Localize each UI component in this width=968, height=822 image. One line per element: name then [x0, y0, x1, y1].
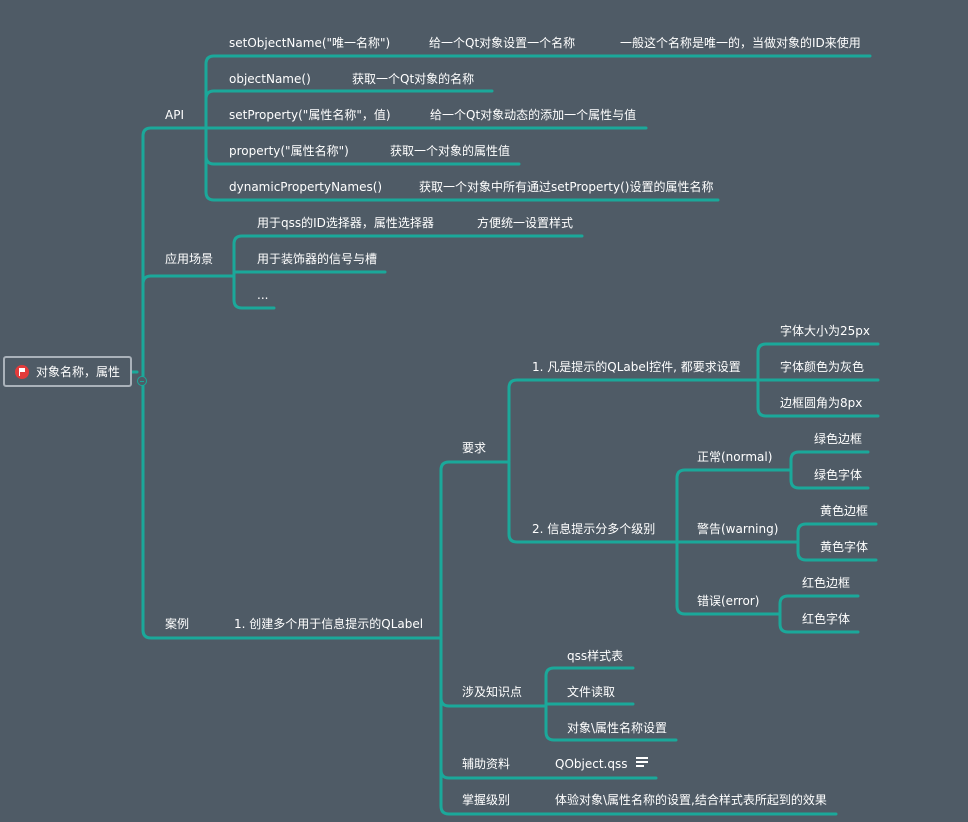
- master-label[interactable]: 掌握级别: [462, 793, 511, 807]
- level-item[interactable]: 绿色字体: [814, 468, 863, 482]
- api-item-note[interactable]: 一般这个名称是唯一的，当做对象的ID来使用: [620, 36, 861, 50]
- level-error-label[interactable]: 错误(error): [697, 594, 760, 608]
- level-item[interactable]: 红色字体: [802, 612, 851, 626]
- api-item-name[interactable]: property("属性名称"): [229, 144, 349, 158]
- scene-item-note[interactable]: 方便统一设置样式: [477, 216, 574, 230]
- level-item[interactable]: 黄色边框: [820, 504, 869, 518]
- api-item-desc[interactable]: 获取一个对象的属性值: [390, 144, 511, 158]
- req-r1-label[interactable]: 1. 凡是提示的QLabel控件, 都要求设置: [532, 360, 741, 374]
- api-item-name[interactable]: setObjectName("唯一名称"): [229, 36, 391, 50]
- collapse-toggle[interactable]: [137, 376, 147, 386]
- knowledge-item[interactable]: qss样式表: [567, 649, 624, 663]
- req-r2-label[interactable]: 2. 信息提示分多个级别: [532, 522, 656, 536]
- req-r1-item[interactable]: 边框圆角为8px: [780, 396, 863, 410]
- req-r1-item[interactable]: 字体颜色为灰色: [780, 360, 865, 374]
- level-item[interactable]: 黄色字体: [820, 540, 869, 554]
- req-label[interactable]: 要求: [462, 441, 487, 455]
- root-label: 对象名称，属性: [36, 365, 121, 379]
- level-normal-label[interactable]: 正常(normal): [697, 450, 773, 464]
- api-label[interactable]: API: [165, 108, 184, 122]
- api-item-name[interactable]: objectName(): [229, 72, 311, 86]
- scene-item[interactable]: 用于qss的ID选择器，属性选择器: [257, 216, 434, 230]
- master-value[interactable]: 体验对象\属性名称的设置,结合样式表所起到的效果: [555, 793, 827, 807]
- api-item-desc[interactable]: 获取一个Qt对象的名称: [352, 72, 475, 86]
- case-title[interactable]: 1. 创建多个用于信息提示的QLabel: [234, 617, 424, 631]
- api-item-name[interactable]: dynamicPropertyNames(): [229, 180, 383, 194]
- knowledge-item[interactable]: 对象\属性名称设置: [567, 721, 668, 735]
- api-item-desc[interactable]: 获取一个对象中所有通过setProperty()设置的属性名称: [419, 180, 714, 194]
- scene-label[interactable]: 应用场景: [165, 252, 214, 266]
- case-label[interactable]: 案例: [165, 617, 190, 631]
- level-item[interactable]: 绿色边框: [814, 432, 863, 446]
- api-item-desc[interactable]: 给一个Qt对象设置一个名称: [429, 36, 576, 50]
- scene-item[interactable]: 用于装饰器的信号与槽: [257, 252, 378, 266]
- scene-item[interactable]: ...: [257, 288, 269, 302]
- api-item-name[interactable]: setProperty("属性名称"，值): [229, 108, 391, 122]
- note-icon[interactable]: [636, 757, 650, 767]
- aux-value[interactable]: QObject.qss: [555, 757, 628, 771]
- aux-label[interactable]: 辅助资料: [462, 757, 511, 771]
- root-node[interactable]: 对象名称，属性: [3, 356, 132, 387]
- knowledge-label[interactable]: 涉及知识点: [462, 685, 523, 699]
- api-item-desc[interactable]: 给一个Qt对象动态的添加一个属性与值: [430, 108, 637, 122]
- req-r1-item[interactable]: 字体大小为25px: [780, 324, 870, 338]
- knowledge-item[interactable]: 文件读取: [567, 685, 616, 699]
- level-warning-label[interactable]: 警告(warning): [697, 522, 779, 536]
- flag-icon: [15, 364, 29, 379]
- level-item[interactable]: 红色边框: [802, 576, 851, 590]
